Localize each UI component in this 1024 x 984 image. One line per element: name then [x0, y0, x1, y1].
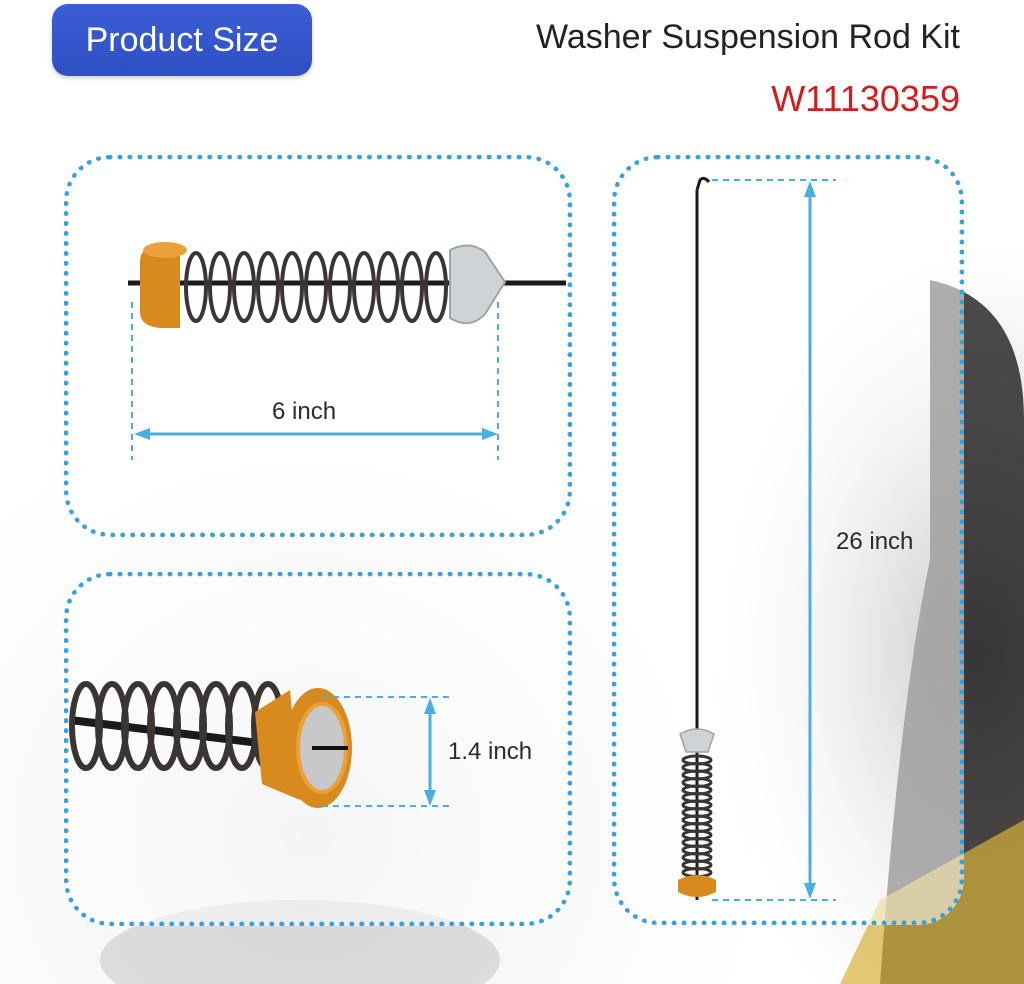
spring-coil: [232, 251, 256, 323]
spring-length-label: 6 inch: [272, 398, 337, 425]
part-number: W11130359: [771, 78, 960, 119]
spring-coil: [376, 251, 400, 323]
spring-coil: [304, 251, 328, 323]
panel-spring-length: [64, 155, 572, 537]
rod-length-label: 26 inch: [836, 528, 914, 555]
spring-coil: [328, 251, 352, 323]
product-title: Washer Suspension Rod Kit: [536, 18, 960, 56]
spring-coil: [424, 251, 448, 323]
cap-diameter-label: 1.4 inch: [448, 738, 533, 765]
panel-rod-length: [612, 155, 964, 925]
spring-coil: [208, 251, 232, 323]
spring-coil: [184, 251, 208, 323]
spring-coil: [400, 251, 424, 323]
product-size-badge: Product Size: [52, 4, 312, 76]
spring-coil: [280, 251, 304, 323]
full-rod-illustration: [678, 176, 836, 901]
spring-coil: [256, 251, 280, 323]
spring-assembly-illustration: [128, 242, 566, 460]
spring-coil: [352, 251, 376, 323]
cap-closeup-illustration: [69, 681, 454, 808]
